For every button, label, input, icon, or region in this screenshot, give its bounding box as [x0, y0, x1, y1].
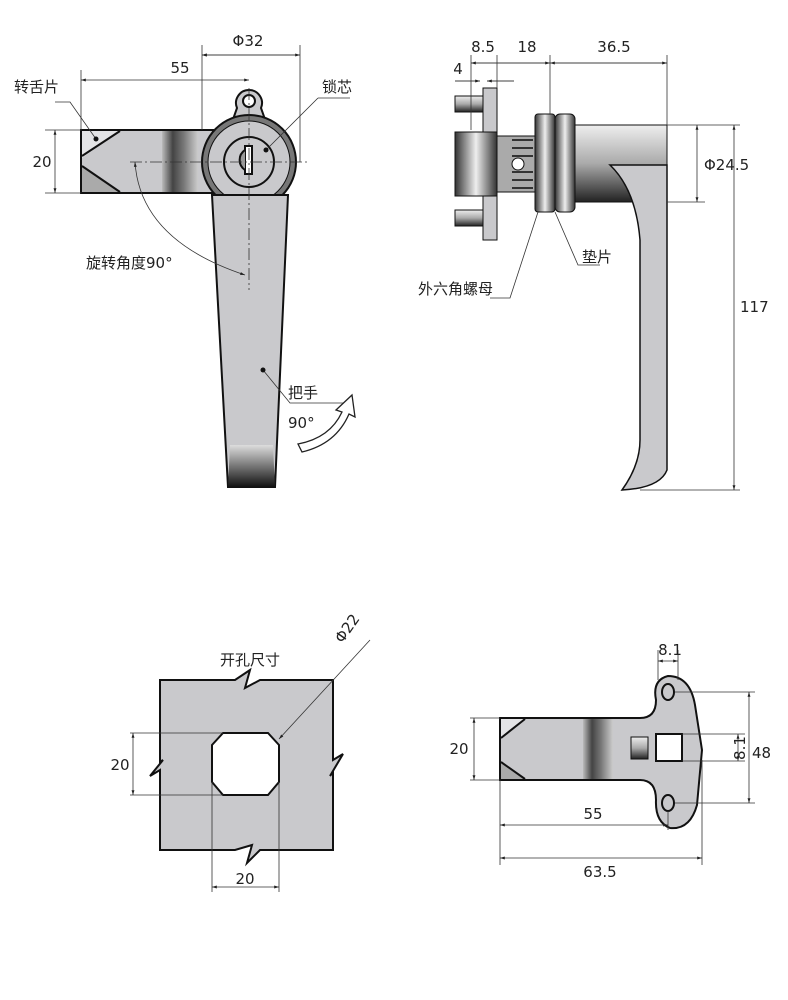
label-washer: 垫片 [582, 248, 612, 266]
label-nut: 外六角螺母 [418, 280, 493, 298]
cutout-view: 开孔尺寸 Φ22 20 20 [110, 611, 371, 892]
dim-36-5: 36.5 [597, 38, 630, 56]
dim-4: 4 [453, 60, 463, 78]
dim-total-length: 63.5 [583, 863, 616, 881]
dim-18: 18 [517, 38, 536, 56]
dim-height: 117 [740, 298, 769, 316]
dim-diameter: Φ24.5 [704, 156, 749, 174]
side-view: 8.5 4 18 36.5 Φ24.5 117 垫片 外六角螺母 [418, 38, 769, 491]
dim-height: 20 [110, 756, 129, 774]
cutout-label: 开孔尺寸 [220, 651, 280, 669]
cutout-hole [211, 732, 280, 796]
dim-8-5: 8.5 [471, 38, 495, 56]
dim-length: 55 [170, 59, 189, 77]
label-turn: 90° [288, 414, 315, 432]
label-tongue: 转舌片 [14, 78, 59, 96]
dim-diameter: Φ32 [233, 32, 264, 50]
side-handle [608, 164, 668, 491]
dim-side: 8.1 [731, 736, 749, 760]
front-view: Φ32 55 20 转舌片 锁芯 旋转角度90° 把手 90° [14, 32, 356, 488]
hex-nut [534, 113, 556, 213]
handle [210, 194, 290, 488]
dim-length: 55 [583, 805, 602, 823]
label-core: 锁芯 [322, 78, 352, 96]
label-handle: 把手 [288, 384, 318, 402]
dim-top: 8.1 [658, 641, 682, 659]
label-rotation: 旋转角度90° [86, 254, 173, 272]
dim-height: 20 [32, 153, 51, 171]
tongue-band [162, 131, 198, 192]
dim-width: 20 [235, 870, 254, 888]
dim-height: 20 [449, 740, 468, 758]
dim-total-height: 48 [752, 744, 771, 762]
rear-view: 8.1 8.1 48 20 55 63.5 [449, 641, 771, 881]
washer [554, 113, 576, 213]
dim-diameter: Φ22 [331, 611, 363, 647]
rotate-arrow-icon [297, 393, 356, 453]
